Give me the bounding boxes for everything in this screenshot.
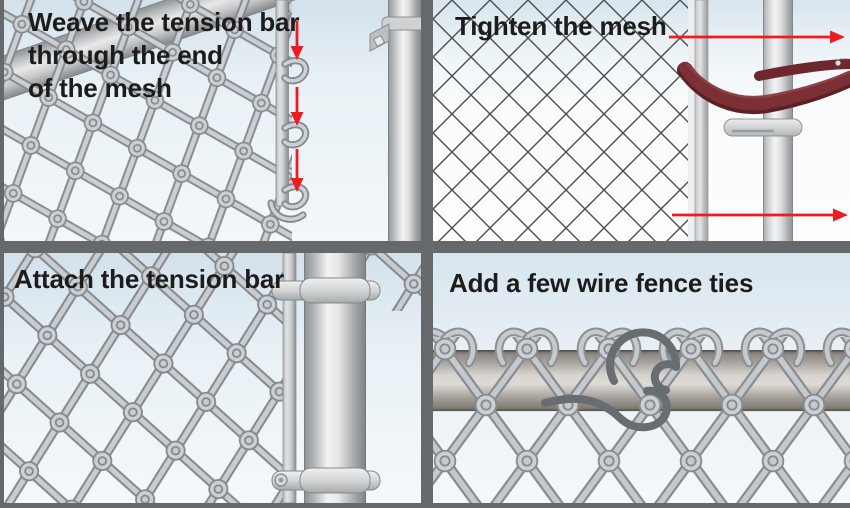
panel-tighten-illustration	[433, 0, 850, 241]
panel-title: Tighten the mesh	[455, 11, 667, 41]
panel-title: Add a few wire fence ties	[449, 268, 754, 298]
post-bracket	[723, 118, 803, 137]
panel-attach-tension-bar: Attach the tension bar	[4, 253, 421, 503]
mesh-wrap-loops	[267, 61, 306, 223]
down-arrow-icon	[290, 87, 304, 126]
down-arrow-icon	[290, 21, 304, 60]
tension-bar	[694, 0, 709, 241]
right-arrow-icon	[672, 208, 848, 222]
post-bracket	[369, 16, 421, 52]
mesh-grid	[433, 0, 701, 241]
right-arrow-icon	[669, 30, 845, 44]
panel-attach-illustration	[4, 253, 421, 503]
panel-title: Attach the tension bar	[14, 264, 285, 294]
band-bracket-top	[271, 277, 381, 304]
panel-weave-tension-bar: Weave the tension bar through the end of…	[4, 0, 421, 241]
tension-bar	[282, 253, 297, 503]
bar-highlight	[688, 0, 695, 241]
fence-puller-tool	[677, 58, 850, 114]
panel-ties-illustration	[433, 253, 850, 503]
chain-link-mesh	[433, 337, 850, 503]
wire-fence-tie	[541, 328, 681, 432]
fence-post	[388, 0, 421, 241]
right-arrows	[669, 30, 848, 222]
chain-link-mesh	[4, 0, 292, 241]
panel-weave-illustration	[4, 0, 421, 241]
band-bracket-bottom	[271, 467, 381, 494]
chain-link-mesh	[4, 253, 421, 503]
panel-tighten-mesh: Tighten the mesh	[433, 0, 850, 241]
panel-title: Weave the tension bar through the end of…	[28, 7, 300, 103]
down-arrows	[290, 21, 304, 192]
panel-wire-fence-ties: Add a few wire fence ties	[433, 253, 850, 503]
down-arrow-icon	[290, 149, 304, 192]
bolt-hole	[278, 477, 284, 483]
